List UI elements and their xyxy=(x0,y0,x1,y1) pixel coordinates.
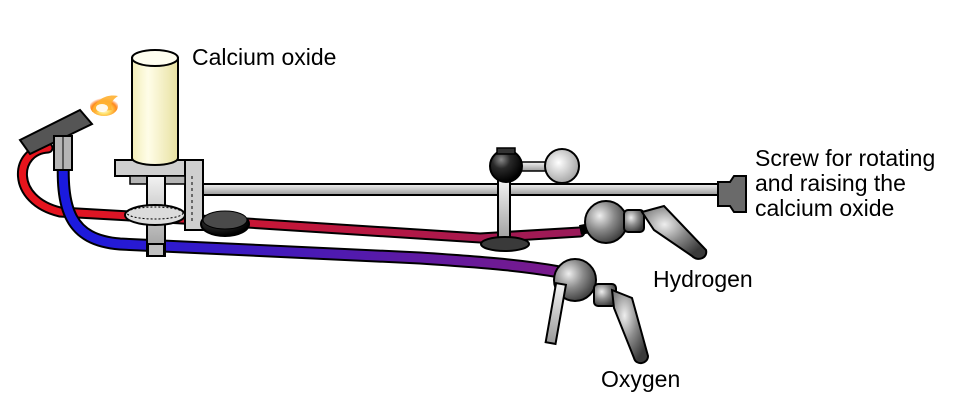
screw-label: Screw for rotating and raising the calci… xyxy=(755,146,935,221)
oxygen-valve[interactable] xyxy=(544,258,650,364)
oxygen-valve-handle[interactable] xyxy=(610,288,650,364)
stand-ball-dark xyxy=(489,149,523,183)
hydrogen-valve-handle[interactable] xyxy=(640,204,708,260)
screw-rod xyxy=(189,183,731,196)
spindle-foot xyxy=(147,243,165,257)
hydrogen-valve[interactable] xyxy=(579,200,708,260)
stand-post xyxy=(497,179,511,245)
flame-icon xyxy=(90,95,118,116)
bracket-side xyxy=(184,159,204,231)
screw-label-line-3: calcium oxide xyxy=(755,195,895,221)
screw-label-line-2: and raising the xyxy=(755,170,906,196)
hydrogen-label: Hydrogen xyxy=(653,266,753,292)
screw-head-icon[interactable] xyxy=(717,175,747,213)
calcium-oxide-cylinder xyxy=(131,57,179,166)
oxygen-tube-fill xyxy=(58,145,565,277)
burner-nozzle-icon xyxy=(18,108,94,171)
stand-ball-light xyxy=(544,148,580,184)
calcium-oxide-label: Calcium oxide xyxy=(192,44,337,70)
stand-base xyxy=(480,236,530,252)
oxygen-label: Oxygen xyxy=(601,366,681,392)
oxygen-valve-lever[interactable] xyxy=(544,281,568,346)
rotation-gear[interactable] xyxy=(124,204,186,226)
screw-label-line-1: Screw for rotating xyxy=(755,145,936,171)
